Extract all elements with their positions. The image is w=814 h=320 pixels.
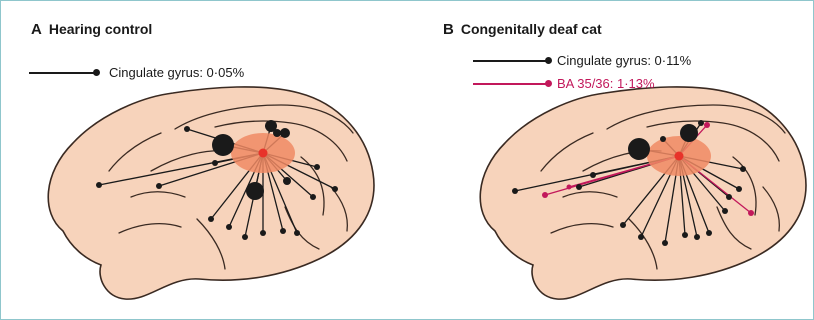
panel-title-text-b: Congenitally deaf cat	[461, 21, 602, 37]
brain-outline	[480, 87, 806, 299]
legend-item-cingulate-a: Cingulate gyrus: 0·05%	[29, 65, 289, 81]
legend-label-ba3536-b: BA 35/36: 1·13%	[557, 76, 655, 91]
panel-title-a: A Hearing control	[31, 21, 152, 38]
brain-diagram-hearing-control	[1, 1, 407, 319]
legend-line-black	[29, 72, 95, 74]
panel-title-b: B Congenitally deaf cat	[443, 21, 602, 38]
injection-site-core	[675, 152, 684, 161]
legend-dot-black	[93, 69, 100, 76]
legend-label-cingulate-a: Cingulate gyrus: 0·05%	[109, 65, 244, 80]
panel-congenitally-deaf-cat: B Congenitally deaf cat Cingulate gyrus: …	[407, 1, 813, 319]
panel-hearing-control: A Hearing control Cingulate gyrus: 0·05%	[1, 1, 407, 319]
legend-item-cingulate-b: Cingulate gyrus: 0·11%	[473, 53, 743, 69]
panel-letter-b: B	[443, 21, 454, 38]
legend-dot-black	[545, 57, 552, 64]
legend-line-black	[473, 60, 547, 62]
legend-line-magenta	[473, 83, 547, 85]
legend-dot-magenta	[545, 80, 552, 87]
panel-letter-a: A	[31, 21, 42, 38]
brain-outline	[48, 87, 374, 299]
legend-label-cingulate-b: Cingulate gyrus: 0·11%	[557, 53, 691, 68]
legend-item-ba3536-b: BA 35/36: 1·13%	[473, 76, 743, 92]
injection-site-core	[259, 149, 268, 158]
brain-diagram-deaf-cat	[407, 1, 813, 319]
panel-title-text-a: Hearing control	[49, 21, 152, 37]
